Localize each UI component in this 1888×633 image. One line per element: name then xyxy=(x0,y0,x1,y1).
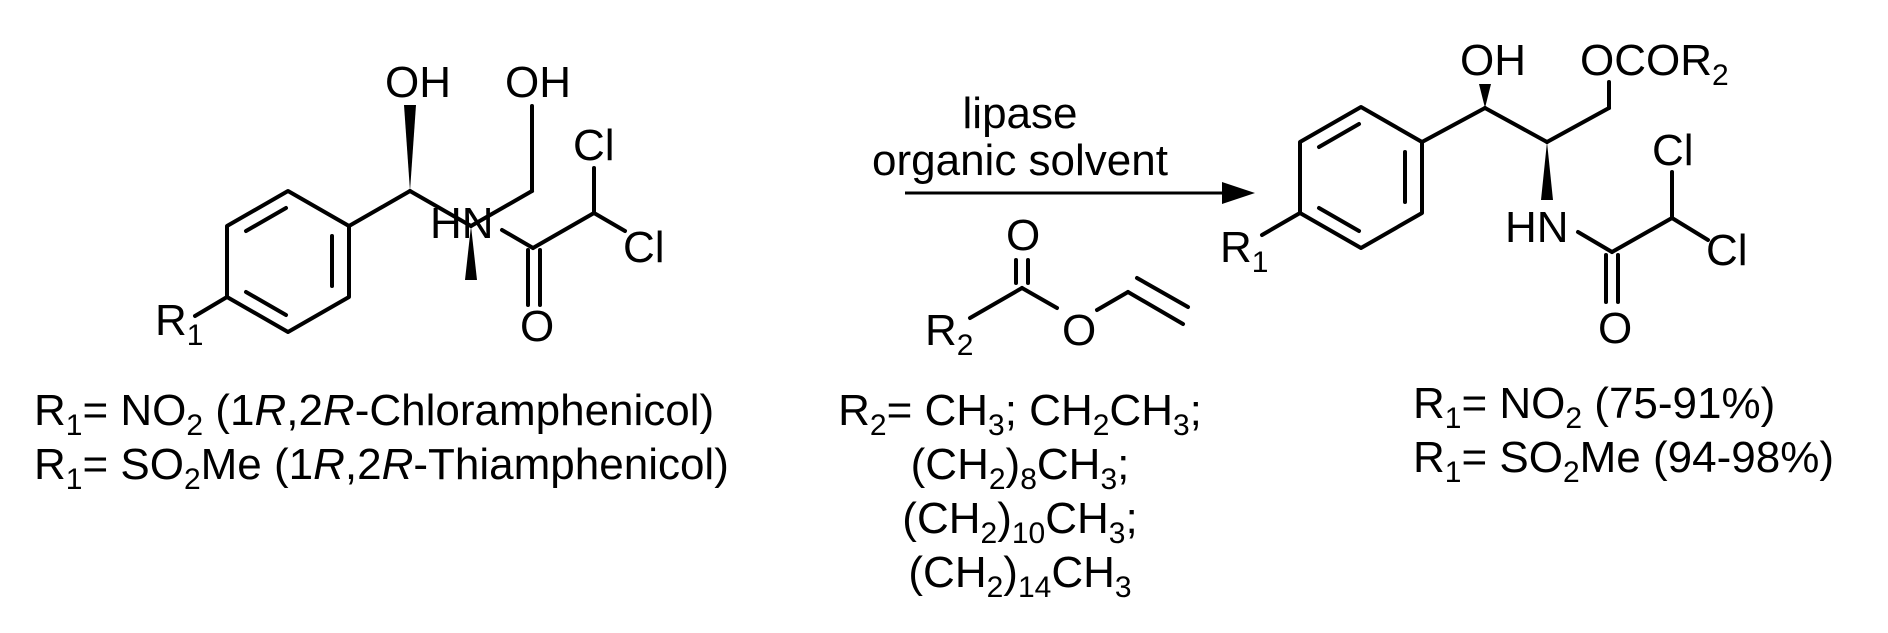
atom-r1: R1 xyxy=(155,296,203,352)
atom-cl: Cl xyxy=(573,121,615,170)
vinyl-ester-structure: O O R2 xyxy=(925,211,1190,362)
reactant-label-nitro: R1= NO2 (1R,2R-Chloramphenicol) xyxy=(34,386,714,442)
stereo-wedge xyxy=(1479,84,1491,108)
atom-r1: R1 xyxy=(1220,223,1268,279)
r2-line: (CH2)14CH3 xyxy=(908,548,1131,604)
atom-cl: Cl xyxy=(1652,126,1694,175)
r2-line: (CH2)10CH3; xyxy=(902,494,1137,550)
condition-solvent: organic solvent xyxy=(872,136,1168,185)
atom-nh: HN xyxy=(1505,203,1569,252)
atom-oh: OH xyxy=(1460,36,1526,85)
atom-nh: HN xyxy=(430,199,494,248)
atom-r2: R2 xyxy=(925,306,973,362)
condition-catalyst: lipase xyxy=(963,89,1078,138)
stereo-wedge xyxy=(404,105,416,191)
product-structure: OH OCOR2 Cl Cl HN O R1 xyxy=(1220,36,1748,353)
r2-line: (CH2)8CH3; xyxy=(911,440,1130,496)
yield-sulfonyl: R1= SO2Me (94-98%) xyxy=(1413,433,1834,489)
reaction-conditions: lipase organic solvent O O R2 R2= CH3; C… xyxy=(838,89,1255,604)
atom-o: O xyxy=(1598,304,1632,353)
reaction-arrow-head xyxy=(1222,182,1255,204)
product-yields: R1= NO2 (75-91%) R1= SO2Me (94-98%) xyxy=(1413,379,1834,489)
atom-cl: Cl xyxy=(1706,226,1748,275)
atom-o: O xyxy=(520,302,554,351)
stereo-wedge xyxy=(465,226,477,280)
atom-o: O xyxy=(1062,306,1096,355)
stereo-wedge xyxy=(1541,142,1553,200)
atom-ocor2: OCOR2 xyxy=(1580,36,1729,92)
reactant-structure: OH OH Cl Cl HN O R1 xyxy=(155,58,665,352)
reactant-label-sulfonyl: R1= SO2Me (1R,2R-Thiamphenicol) xyxy=(34,440,729,496)
atom-oh: OH xyxy=(385,58,451,107)
atom-o: O xyxy=(1006,211,1040,260)
yield-nitro: R1= NO2 (75-91%) xyxy=(1413,379,1775,435)
atom-oh: OH xyxy=(505,58,571,107)
reactant-labels: R1= NO2 (1R,2R-Chloramphenicol) R1= SO2M… xyxy=(34,386,729,496)
atom-cl: Cl xyxy=(623,223,665,272)
r2-line: R2= CH3; CH2CH3; xyxy=(838,386,1202,442)
